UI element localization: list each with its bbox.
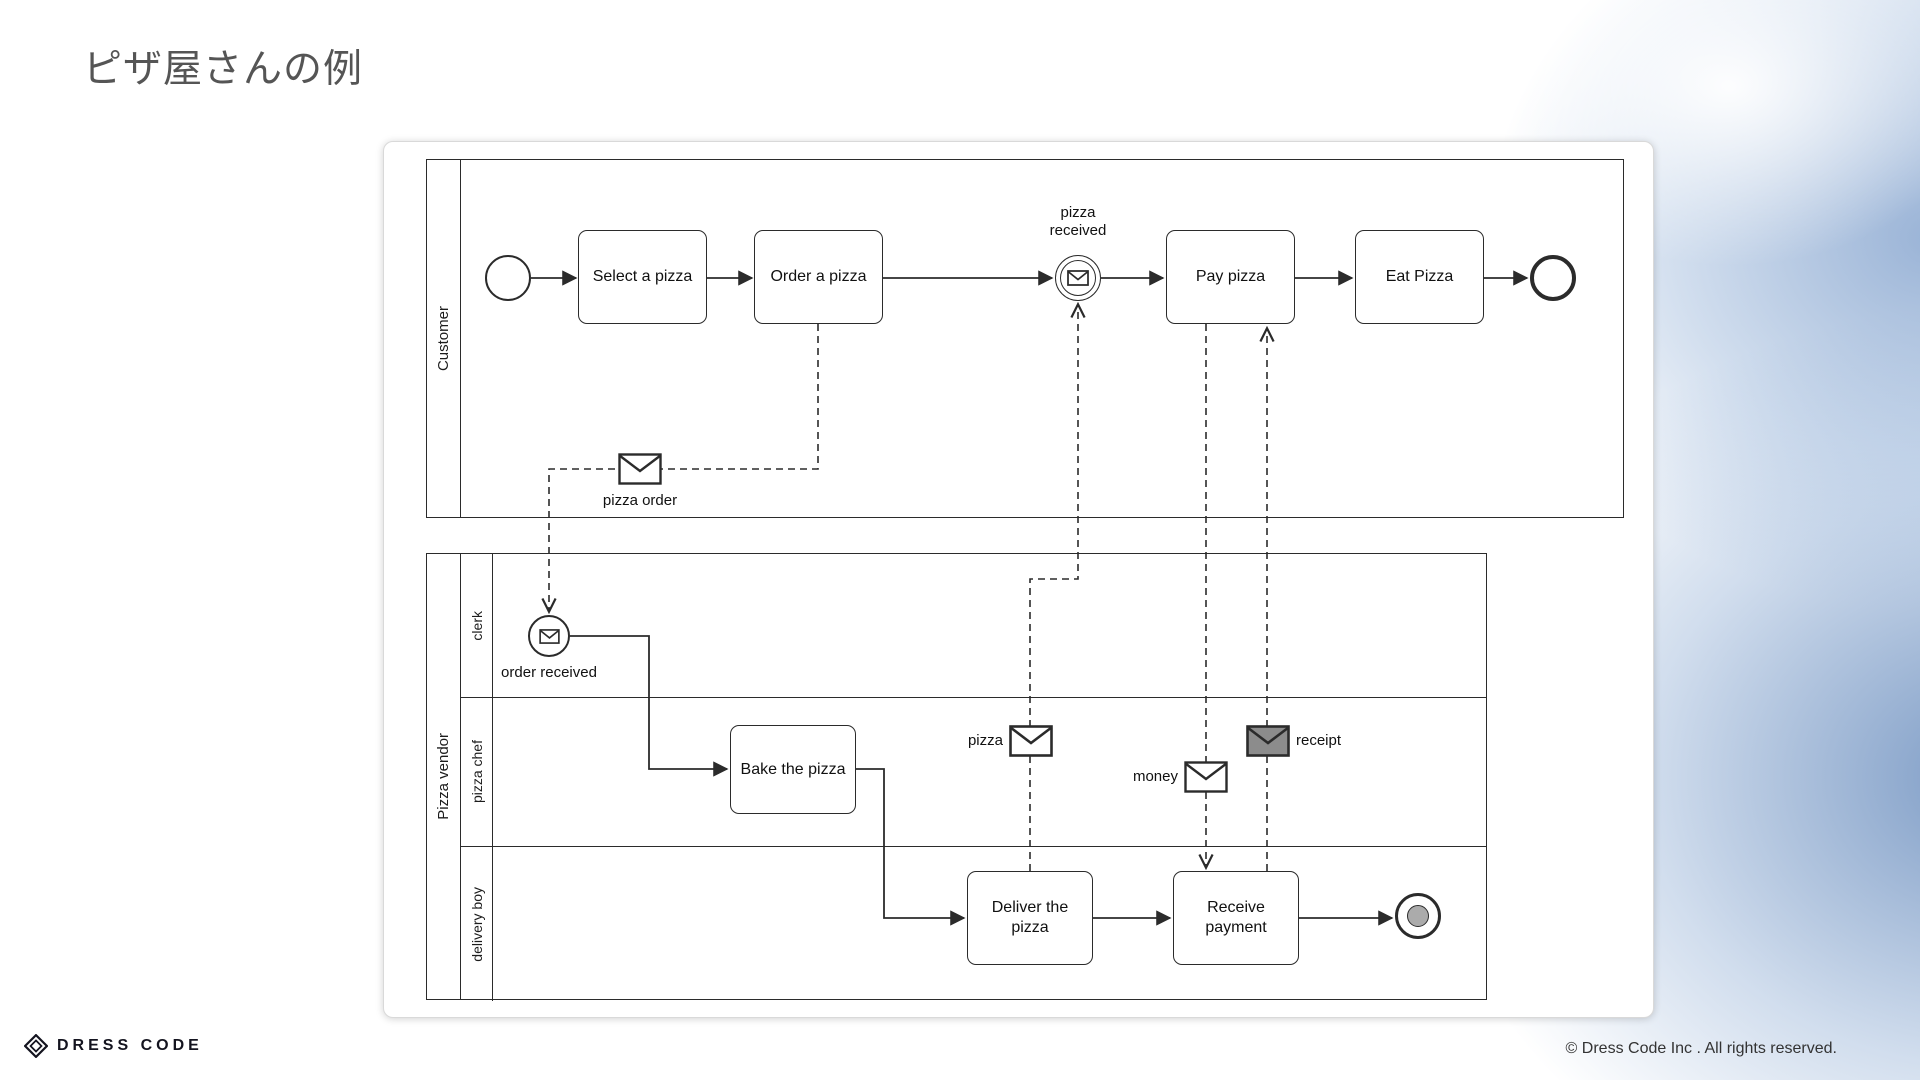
- message-pizza-order-label: pizza order: [602, 492, 678, 509]
- event-pizza-received-label: pizza received: [1049, 204, 1107, 240]
- pool-vendor-label: Pizza vendor: [435, 733, 452, 820]
- end-event-delivery-inner: [1407, 905, 1429, 927]
- event-pizza-received-inner-ring: [1060, 260, 1096, 296]
- event-order-received: [528, 615, 570, 657]
- envelope-pizza-icon: [1009, 725, 1053, 757]
- task-receive-payment: Receive payment: [1173, 871, 1299, 965]
- lane-chef-label-strip: pizza chef: [461, 698, 493, 846]
- lane-delivery-boy: delivery boy: [461, 846, 1486, 1001]
- end-event-delivery: [1395, 893, 1441, 939]
- pool-vendor-label-strip: Pizza vendor: [427, 554, 461, 999]
- event-pizza-received: [1055, 255, 1101, 301]
- dress-code-logo-icon: [24, 1034, 48, 1058]
- start-event-customer: [485, 255, 531, 301]
- task-deliver-the-pizza: Deliver the pizza: [967, 871, 1093, 965]
- lane-clerk-label: clerk: [468, 610, 485, 641]
- message-pizza-label: pizza: [967, 732, 1003, 749]
- lane-delivery-label: delivery boy: [468, 886, 485, 962]
- lane-clerk-label-strip: clerk: [461, 554, 493, 697]
- message-money-label: money: [1132, 768, 1178, 785]
- task-eat-pizza: Eat Pizza: [1355, 230, 1484, 324]
- lane-pizza-chef: pizza chef: [461, 697, 1486, 846]
- pool-customer-label: Customer: [435, 305, 452, 372]
- lane-clerk: clerk: [461, 554, 1486, 697]
- pool-customer: Customer: [426, 159, 1624, 518]
- end-event-customer: [1530, 255, 1576, 301]
- page-title: ピザ屋さんの例: [83, 48, 364, 91]
- event-order-received-label: order received: [501, 664, 597, 681]
- task-order-a-pizza: Order a pizza: [754, 230, 883, 324]
- pool-customer-label-strip: Customer: [427, 160, 461, 517]
- footer-brand: DRESS CODE: [24, 1034, 203, 1058]
- envelope-pizza-order-icon: [618, 453, 662, 485]
- lane-delivery-label-strip: delivery boy: [461, 847, 493, 1001]
- lane-chef-label: pizza chef: [468, 740, 485, 804]
- message-icon: [1067, 270, 1089, 286]
- envelope-receipt-icon: [1246, 725, 1290, 757]
- task-bake-the-pizza: Bake the pizza: [730, 725, 856, 814]
- footer-brand-text: DRESS CODE: [57, 1037, 203, 1054]
- envelope-money-icon: [1184, 761, 1228, 793]
- task-select-a-pizza: Select a pizza: [578, 230, 707, 324]
- pool-pizza-vendor: Pizza vendor clerk pizza chef delivery b…: [426, 553, 1487, 1001]
- footer-copyright: © Dress Code Inc . All rights reserved.: [1565, 1040, 1837, 1057]
- message-icon: [538, 628, 560, 644]
- task-pay-pizza: Pay pizza: [1166, 230, 1295, 324]
- message-receipt-label: receipt: [1296, 732, 1342, 749]
